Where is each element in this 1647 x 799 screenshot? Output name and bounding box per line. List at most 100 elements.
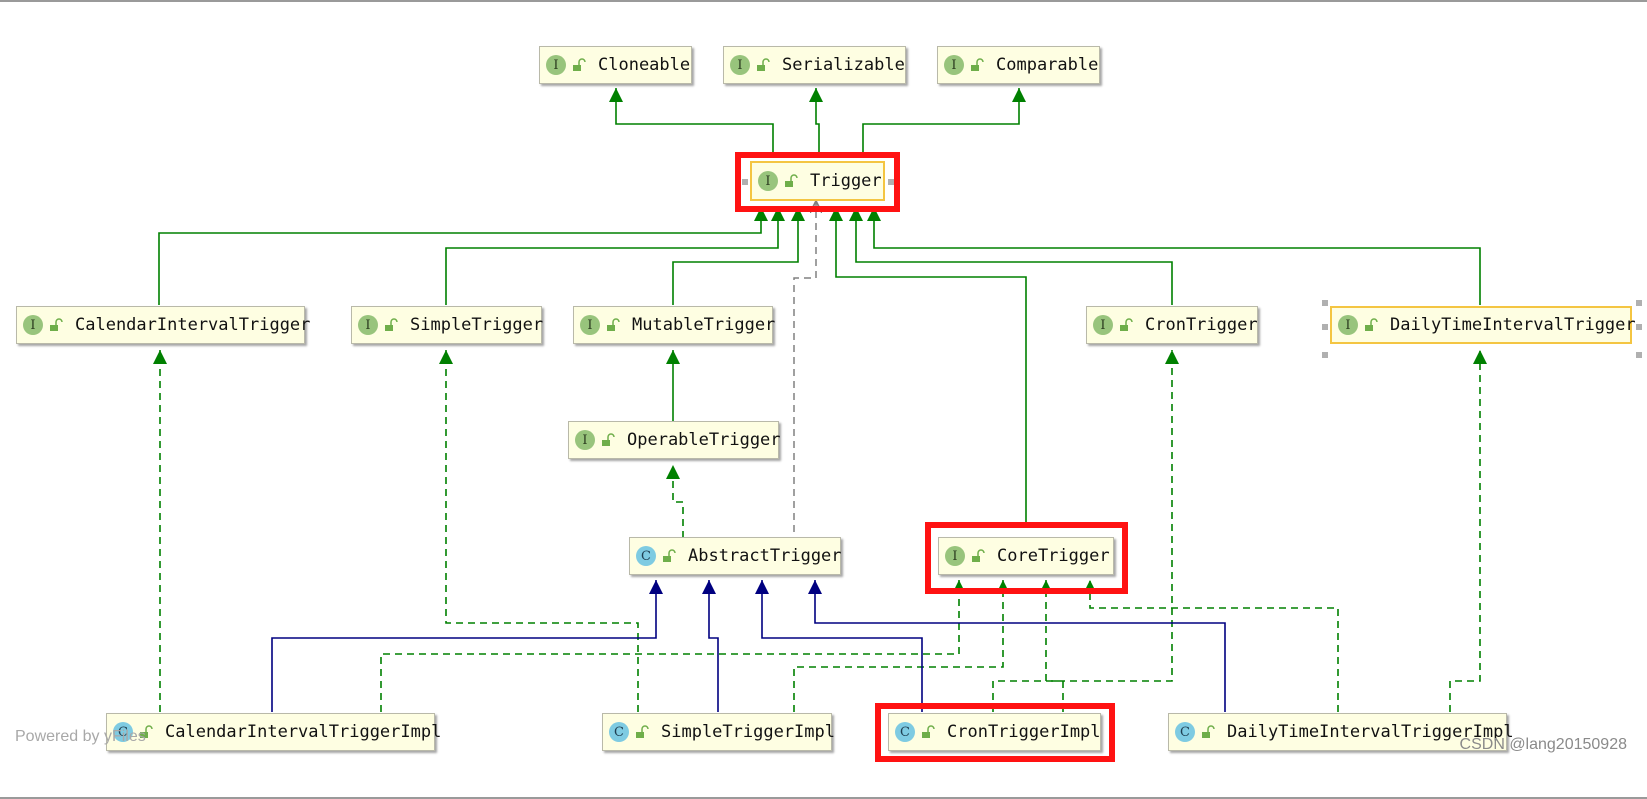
interface-badge-icon: I <box>575 430 595 450</box>
node-label: SimpleTrigger <box>410 315 544 335</box>
edge-trigger-serializable <box>809 88 823 155</box>
node-label: CoreTrigger <box>997 546 1110 566</box>
selection-handle[interactable] <box>742 179 748 185</box>
open-lock-icon <box>602 433 615 446</box>
abstract-class-badge-icon: C <box>636 546 656 566</box>
class-node-crontrigger[interactable]: I CronTrigger <box>1086 306 1258 344</box>
edge-trigger-comparable <box>862 88 1026 155</box>
open-lock-icon <box>1202 725 1215 738</box>
class-node-simpletrigger[interactable]: I SimpleTrigger <box>351 306 544 344</box>
class-node-comparable[interactable]: I Comparable <box>937 46 1100 84</box>
highlight-box-trigger <box>735 152 900 212</box>
open-lock-icon <box>785 174 798 187</box>
edge-crontriggerimpl-abstracttrigger <box>755 580 923 712</box>
open-lock-icon <box>972 549 985 562</box>
open-lock-icon <box>573 58 586 71</box>
node-label: Serializable <box>782 55 905 75</box>
open-lock-icon <box>663 549 676 562</box>
open-lock-icon <box>607 318 620 331</box>
class-node-crontriggerimpl[interactable]: C CronTriggerImpl <box>888 713 1101 751</box>
class-node-cloneable[interactable]: I Cloneable <box>539 46 692 84</box>
class-node-operabletrigger[interactable]: I OperableTrigger <box>568 421 781 459</box>
class-node-simpletriggerimpl[interactable]: C SimpleTriggerImpl <box>602 713 835 751</box>
node-label: CalendarIntervalTrigger <box>75 315 311 335</box>
selection-handle[interactable] <box>1636 300 1642 306</box>
edge-trigger-cloneable <box>609 88 774 155</box>
node-label: CalendarIntervalTriggerImpl <box>165 722 442 742</box>
class-node-coretrigger[interactable]: I CoreTrigger <box>938 537 1114 575</box>
class-node-dailytimeintervaltrigger[interactable]: I DailyTimeIntervalTrigger <box>1330 306 1636 344</box>
edge-coretrigger-trigger <box>829 207 1027 523</box>
class-node-mutabletrigger[interactable]: I MutableTrigger <box>573 306 776 344</box>
node-label: SimpleTriggerImpl <box>661 722 835 742</box>
open-lock-icon <box>1120 318 1133 331</box>
node-label: CronTrigger <box>1145 315 1258 335</box>
highlight-box-crontriggerimpl <box>875 703 1115 762</box>
edge-simpletrigger-trigger <box>445 207 785 305</box>
edge-crontriggerimpl-coretrigger <box>1039 580 1064 712</box>
powered-by-label: Powered by yFiles <box>15 728 146 745</box>
highlight-box-coretrigger <box>925 522 1128 594</box>
node-label: Comparable <box>996 55 1099 75</box>
node-label: Trigger <box>810 171 882 191</box>
selection-handle[interactable] <box>1322 324 1328 330</box>
interface-badge-icon: I <box>580 315 600 335</box>
interface-badge-icon: I <box>1338 315 1358 335</box>
interface-badge-icon: I <box>23 315 43 335</box>
edge-calendarintervaltriggerimpl-abstracttrigger <box>271 580 663 712</box>
selection-handle[interactable] <box>1636 352 1642 358</box>
class-node-dailytimeintervaltriggerimpl[interactable]: C DailyTimeIntervalTriggerImpl <box>1168 713 1514 751</box>
open-lock-icon <box>50 318 63 331</box>
frame-top-border <box>0 0 1647 2</box>
edge-dailytimeintervaltriggerimpl-dailytimeintervaltrigger <box>1449 350 1487 712</box>
selection-handle[interactable] <box>1636 324 1642 330</box>
edge-calendarintervaltriggerimpl-coretrigger <box>380 580 966 712</box>
node-label: DailyTimeIntervalTriggerImpl <box>1227 722 1514 742</box>
open-lock-icon <box>636 725 649 738</box>
class-node-calendarintervaltrigger[interactable]: I CalendarIntervalTrigger <box>16 306 310 344</box>
open-lock-icon <box>757 58 770 71</box>
class-badge-icon: C <box>113 722 133 742</box>
edge-crontrigger-trigger <box>849 207 1173 305</box>
interface-badge-icon: I <box>730 55 750 75</box>
frame-bottom-border <box>0 797 1647 799</box>
node-label: Cloneable <box>598 55 691 75</box>
class-node-abstracttrigger[interactable]: C AbstractTrigger <box>629 537 842 575</box>
node-label: MutableTrigger <box>632 315 776 335</box>
selection-handle[interactable] <box>888 179 894 185</box>
class-badge-icon: C <box>609 722 629 742</box>
edge-abstracttrigger-trigger-dependency <box>788 201 816 539</box>
class-badge-icon: C <box>895 722 915 742</box>
interface-badge-icon: I <box>546 55 566 75</box>
interface-badge-icon: I <box>758 171 778 191</box>
selection-handle[interactable] <box>1322 300 1328 306</box>
open-lock-icon <box>385 318 398 331</box>
node-label: OperableTrigger <box>627 430 781 450</box>
interface-badge-icon: I <box>945 546 965 566</box>
class-node-trigger[interactable]: I Trigger <box>750 161 885 201</box>
edge-abstracttrigger-operabletrigger <box>666 465 684 538</box>
open-lock-icon <box>922 725 935 738</box>
edge-simpletriggerimpl-coretrigger <box>793 580 1010 712</box>
open-lock-icon <box>140 725 153 738</box>
interface-badge-icon: I <box>358 315 378 335</box>
class-badge-icon: C <box>1175 722 1195 742</box>
edge-dailytimeintervaltrigger-trigger <box>867 207 1481 305</box>
class-node-calendarintervaltriggerimpl[interactable]: C CalendarIntervalTriggerImpl <box>106 713 441 751</box>
interface-badge-icon: I <box>944 55 964 75</box>
interface-badge-icon: I <box>1093 315 1113 335</box>
watermark-label: CSDN @lang20150928 <box>1459 736 1627 753</box>
node-label: CronTriggerImpl <box>947 722 1101 742</box>
edge-dailytimeintervaltriggerimpl-coretrigger <box>1083 580 1339 712</box>
edge-crontriggerimpl-crontrigger <box>992 350 1179 712</box>
class-node-serializable[interactable]: I Serializable <box>723 46 906 84</box>
node-label: DailyTimeIntervalTrigger <box>1390 315 1636 335</box>
edge-calendarintervaltrigger-trigger <box>158 207 768 305</box>
edge-simpletriggerimpl-simpletrigger <box>439 350 639 712</box>
edge-simpletriggerimpl-abstracttrigger <box>702 580 719 712</box>
selection-handle[interactable] <box>1322 352 1328 358</box>
edge-mutabletrigger-trigger <box>672 207 805 305</box>
open-lock-icon <box>971 58 984 71</box>
open-lock-icon <box>1365 318 1378 331</box>
